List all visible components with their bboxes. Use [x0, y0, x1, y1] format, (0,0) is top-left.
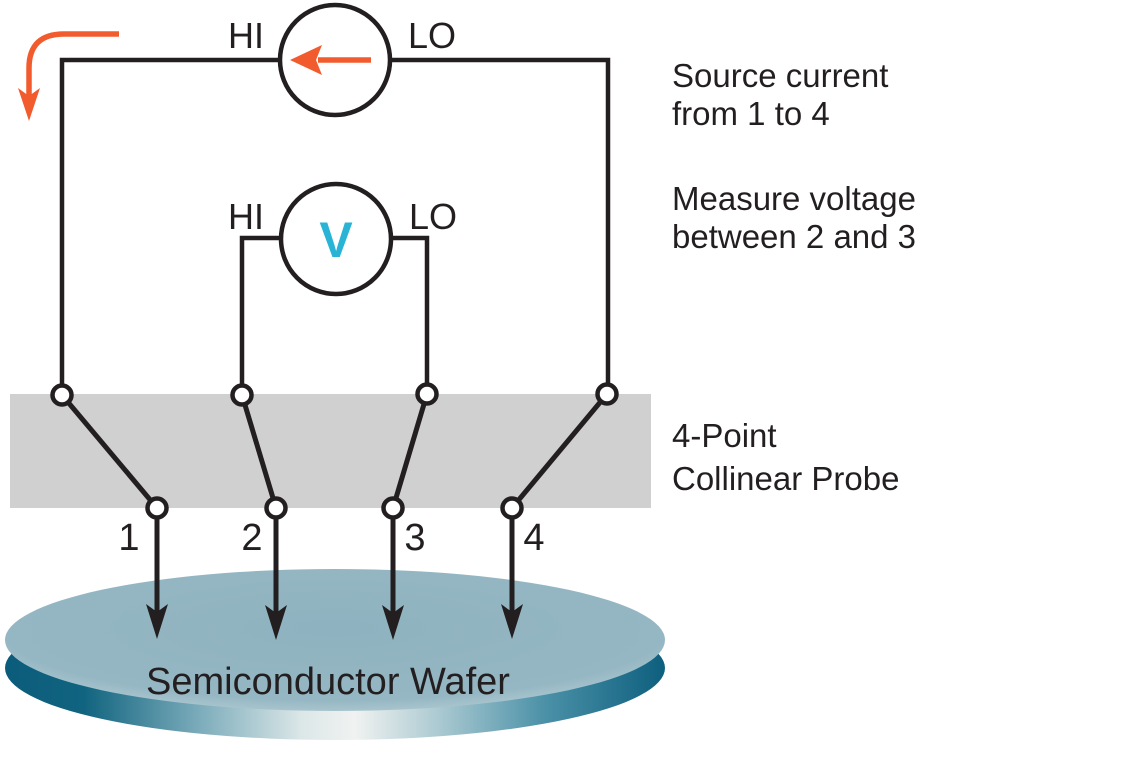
switch-2-lever [239, 394, 279, 509]
annotation-probe-line2: Collinear Probe [672, 460, 899, 497]
probe-3-contact [381, 496, 405, 520]
switch-3-lever [390, 393, 430, 509]
switch-1-top-contact [50, 383, 74, 407]
probe-1-arrowhead-icon [146, 604, 168, 639]
wire-voltmeter-hi-to-pin2 [239, 235, 282, 386]
annotation-measure-voltage-line1: Measure voltage [672, 180, 916, 217]
current-source-lo-label: LO [408, 15, 456, 56]
current-direction-arrowhead-icon [18, 88, 40, 121]
voltmeter-lo-label: LO [409, 196, 457, 237]
pin-label-3: 3 [404, 517, 425, 559]
annotation-probe-line1: 4-Point [672, 417, 777, 454]
wire-voltmeter-lo-to-pin3 [390, 235, 430, 385]
probe-4-arrowhead-icon [501, 604, 523, 639]
pin-label-4: 4 [523, 517, 544, 559]
switch-4-top-contact [595, 382, 619, 406]
annotation-source-current-line2: from 1 to 4 [672, 95, 830, 132]
probe-bar [10, 394, 651, 508]
switch-2-top-contact [230, 383, 254, 407]
switch-3-top-contact [415, 382, 439, 406]
probe-4-contact [500, 496, 524, 520]
annotation-measure-voltage-line2: between 2 and 3 [672, 218, 916, 255]
probe-2-arrowhead-icon [265, 605, 287, 640]
voltmeter-symbol: V [319, 212, 353, 268]
voltmeter-hi-label: HI [228, 196, 264, 237]
probe-1-contact [145, 496, 169, 520]
switch-4-lever [510, 392, 609, 510]
wire-source-hi-to-pin1 [59, 57, 280, 386]
current-direction-arrow-icon [26, 31, 119, 97]
voltmeter-circle [278, 181, 394, 297]
switch-1-lever [60, 393, 159, 510]
current-source-hi-label: HI [228, 15, 264, 56]
pin-label-2: 2 [241, 517, 262, 559]
current-source-arrowhead-icon [290, 45, 322, 75]
wafer-top [5, 569, 665, 711]
pin-label-1: 1 [118, 517, 139, 559]
wafer-label: Semiconductor Wafer [146, 661, 510, 703]
probe-2-contact [264, 496, 288, 520]
annotation-source-current-line1: Source current [672, 57, 888, 94]
probe-3-arrowhead-icon [382, 605, 404, 640]
wire-source-lo-to-pin4 [390, 57, 611, 385]
